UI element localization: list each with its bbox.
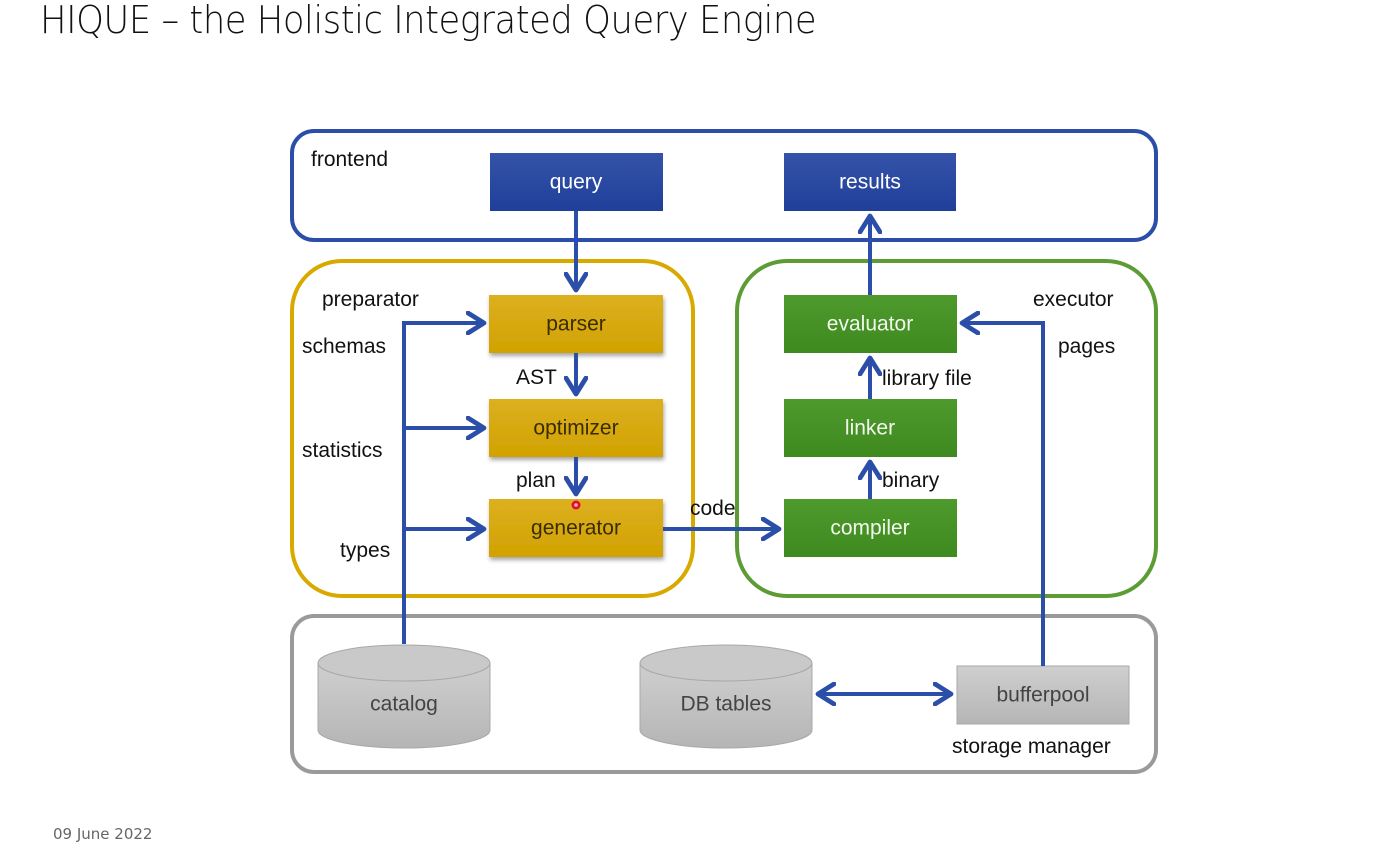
preparator-label: preparator (322, 288, 419, 311)
bufferpool-label: bufferpool (996, 684, 1089, 707)
arrow-bufferpool-to-evaluator (962, 323, 1045, 666)
evaluator-label: evaluator (827, 313, 913, 336)
executor-group (735, 259, 1158, 598)
optimizer-box: optimizer (489, 399, 663, 457)
db-tables-cylinder: DB tables (639, 644, 813, 749)
footer-date: 09 June 2022 (53, 825, 153, 843)
results-box: results (784, 153, 956, 211)
binary-label: binary (882, 469, 940, 492)
pages-label: pages (1058, 335, 1115, 358)
preparator-group (290, 259, 695, 598)
evaluator-box: evaluator (784, 295, 957, 353)
laser-pointer-dot (571, 500, 581, 510)
storage-manager-label: storage manager (952, 735, 1111, 758)
types-label: types (340, 539, 390, 562)
query-box: query (490, 153, 663, 211)
schemas-label: schemas (302, 335, 386, 358)
linker-box: linker (784, 399, 957, 457)
db-tables-label: DB tables (680, 693, 771, 716)
storage-manager-group (290, 614, 1158, 774)
optimizer-label: optimizer (533, 417, 618, 440)
frontend-group (290, 129, 1158, 242)
catalog-label: catalog (370, 693, 438, 716)
linker-label: linker (845, 417, 895, 440)
compiler-box: compiler (784, 499, 957, 557)
plan-label: plan (516, 469, 556, 492)
parser-label: parser (546, 313, 606, 336)
statistics-label: statistics (302, 439, 383, 462)
library-file-label: library file (882, 367, 972, 390)
bufferpool-box: bufferpool (956, 665, 1130, 725)
results-label: results (839, 171, 901, 194)
slide-title: HIQUE – the Holistic Integrated Query En… (40, 0, 817, 42)
ast-label: AST (516, 366, 557, 389)
query-label: query (550, 171, 603, 194)
executor-label: executor (1033, 288, 1114, 311)
frontend-label: frontend (311, 148, 388, 171)
compiler-label: compiler (830, 517, 909, 540)
catalog-cylinder: catalog (317, 644, 491, 749)
code-label: code (690, 497, 736, 520)
generator-label: generator (531, 517, 621, 540)
parser-box: parser (489, 295, 663, 353)
